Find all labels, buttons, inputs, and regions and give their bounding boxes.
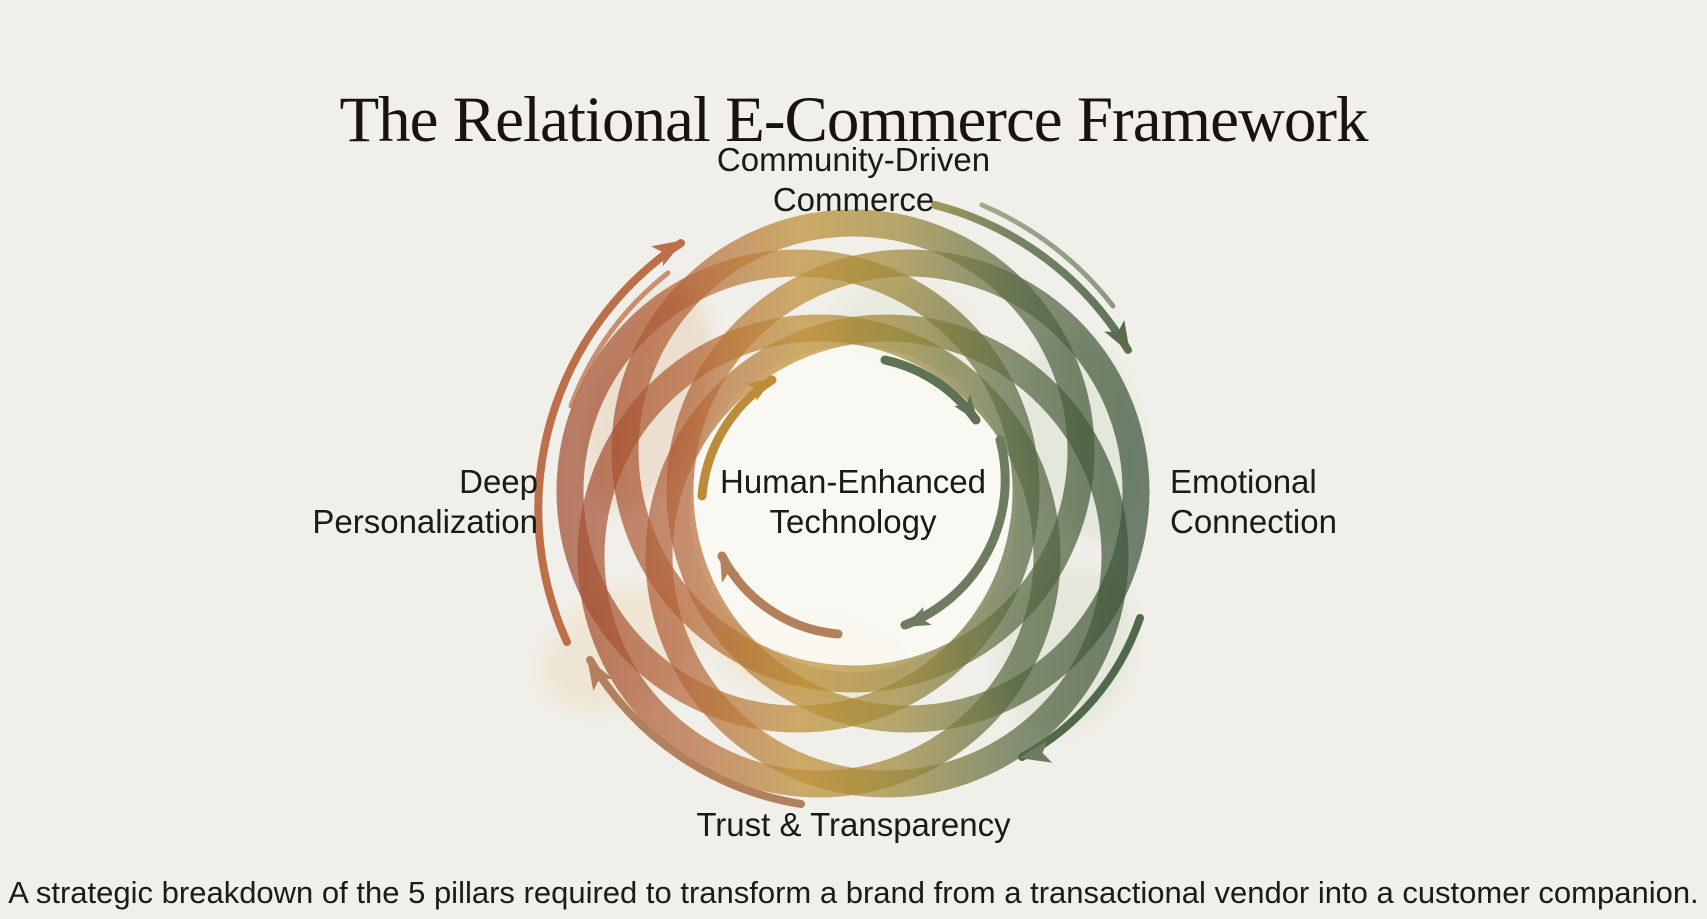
outer-arrow-top-right-icon <box>931 201 1141 359</box>
pillar-label-line: Community-Driven <box>716 141 991 178</box>
center-label-human-enhanced-technology: Human-Enhanced Technology <box>653 462 1053 542</box>
inner-arrow-tan-icon <box>710 549 843 639</box>
caption: A strategic breakdown of the 5 pillars r… <box>8 875 1699 910</box>
outer-arrow-bottom-right-icon <box>1016 614 1144 770</box>
outer-arrow-top-left-icon <box>534 230 690 646</box>
pillar-label-personalization: Deep Personalization <box>138 462 538 542</box>
center-label-line: Human-Enhanced <box>720 463 986 500</box>
pillar-label-line: Deep <box>459 463 538 500</box>
pillar-label-line: Personalization <box>312 503 538 540</box>
outer-arrow-bottom-left-icon <box>577 652 805 808</box>
pillar-label-line: Commerce <box>772 181 935 218</box>
inner-arrow-green-icon <box>880 355 987 428</box>
inner-arrow-sage-icon <box>898 435 1010 637</box>
knot-circle <box>556 249 1040 733</box>
pillar-label-line: Trust & Transparency <box>696 806 1011 843</box>
pillar-label-line: Connection <box>1170 503 1337 540</box>
inner-arrow-gold-icon <box>697 369 780 501</box>
pillar-label-trust: Trust & Transparency <box>0 805 1707 845</box>
outer-swirl-arrows <box>534 201 1144 808</box>
inner-cycle-arrows <box>697 355 1010 639</box>
pillar-label-emotional: Emotional Connection <box>1170 462 1590 542</box>
pillar-label-community: Community-Driven Commerce <box>0 140 1707 220</box>
pillar-label-line: Emotional <box>1170 463 1317 500</box>
center-disc <box>690 346 1016 672</box>
knot-ring <box>556 209 1150 798</box>
page-title: The Relational E-Commerce Framework <box>339 83 1368 156</box>
center-label-line: Technology <box>769 503 937 540</box>
